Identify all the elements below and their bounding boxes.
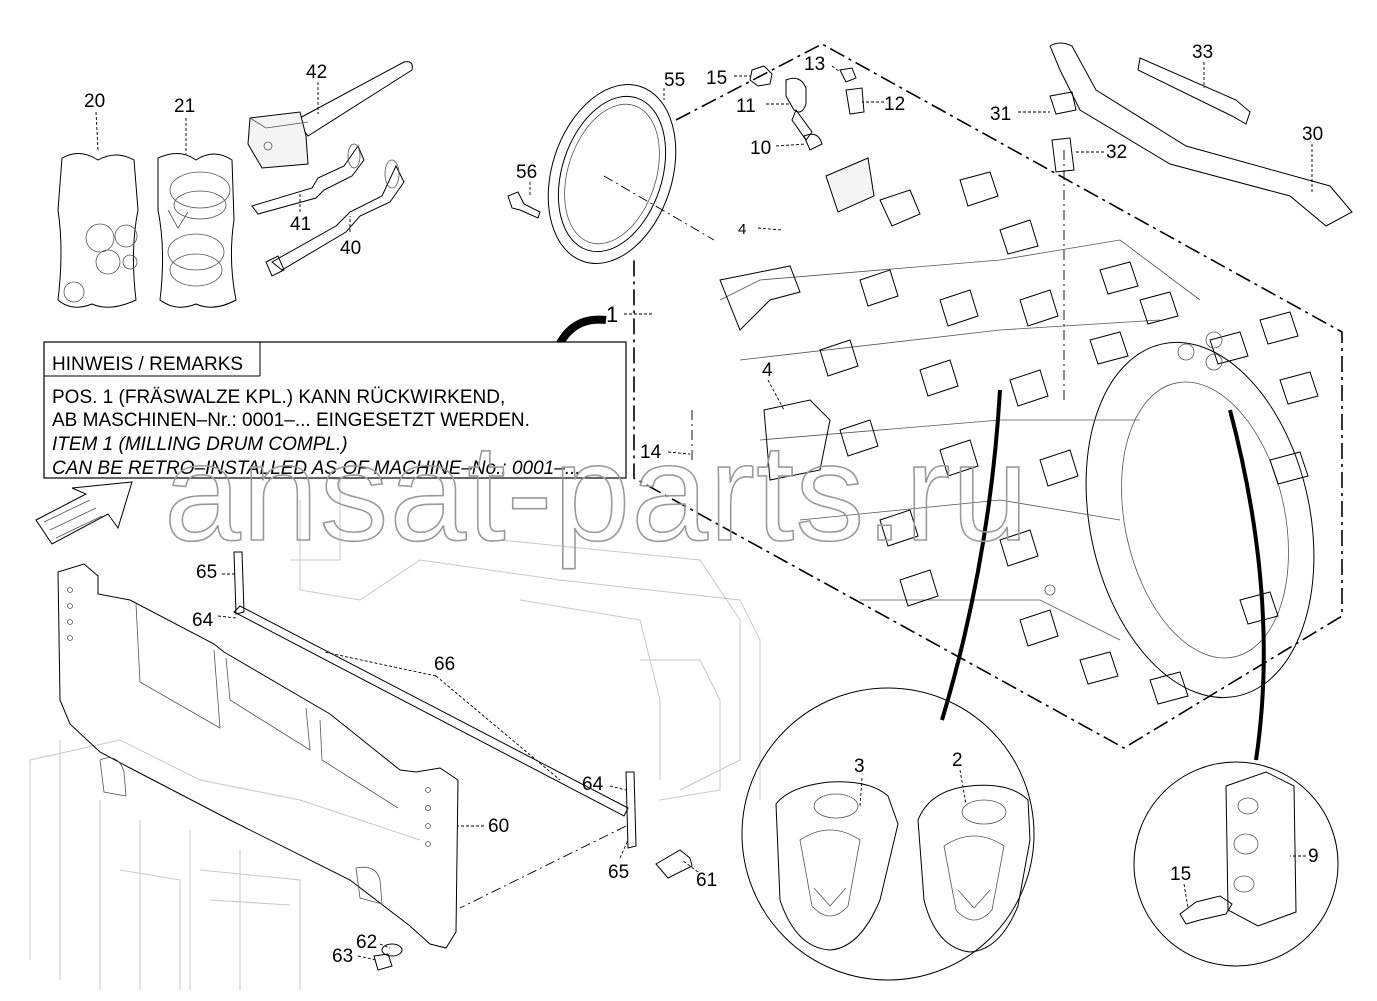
callout-64-bottom: 64	[582, 774, 604, 795]
callout-66: 66	[434, 654, 455, 675]
detail-circle-right	[1133, 761, 1339, 967]
remarks-en-line1: ITEM 1 (MILLING DRUM COMPL.)	[52, 434, 348, 455]
callout-63: 63	[332, 946, 353, 967]
callout-65-top: 65	[196, 562, 217, 583]
watermark: ansat-parts.ru	[164, 416, 1029, 570]
ring-55	[547, 84, 677, 264]
small-parts-top	[749, 65, 875, 213]
ring-axis	[603, 175, 715, 241]
callout-42: 42	[306, 62, 327, 83]
callout-labels: 20 21 42 41 40 55 56 15 11 13 12 10 33 3…	[84, 42, 1323, 967]
remarks-de-line1: POS. 1 (FRÄSWALZE KPL.) KANN RÜCKWIRKEND…	[52, 387, 505, 408]
screw-61	[655, 849, 693, 879]
callout-30: 30	[1302, 124, 1323, 145]
callout-33: 33	[1192, 42, 1213, 63]
detail-pointer-right	[1228, 409, 1266, 761]
callout-41: 41	[290, 214, 311, 235]
milling-drum	[719, 171, 1319, 705]
callout-20: 20	[84, 91, 105, 112]
detail-pointer-left	[940, 389, 1002, 721]
callout-13: 13	[804, 54, 825, 75]
callout-60: 60	[488, 816, 509, 837]
callout-3: 3	[854, 756, 865, 777]
screw-56	[507, 191, 541, 219]
callout-4-mid: 4	[762, 360, 773, 381]
plate-60	[57, 563, 459, 949]
callout-62: 62	[356, 932, 377, 953]
tool-41	[251, 143, 365, 215]
callout-2: 2	[952, 750, 963, 771]
remarks-header: HINWEIS / REMARKS	[52, 354, 243, 375]
callout-12: 12	[884, 94, 905, 115]
detail-circle-left	[741, 687, 1035, 981]
remarks-de-line2: AB MASCHINEN–Nr.: 0001–... EINGESETZT WE…	[52, 410, 530, 431]
callout-10: 10	[750, 138, 771, 159]
remarks-box: HINWEIS / REMARKS POS. 1 (FRÄSWALZE KPL.…	[43, 341, 627, 479]
callout-21: 21	[174, 96, 195, 117]
callout-4-top: 4	[738, 221, 746, 238]
callout-40: 40	[340, 238, 361, 259]
direction-arrow-hatch	[43, 499, 103, 539]
tool-33-31-32-30	[1049, 42, 1353, 227]
direction-arrow-icon	[35, 481, 133, 545]
tool-bag-21	[157, 153, 237, 308]
callout-15-detail: 15	[1170, 864, 1191, 885]
callout-9: 9	[1308, 846, 1319, 867]
nut-62-63	[373, 943, 403, 971]
callout-65-bottom: 65	[608, 862, 629, 883]
strip-axis	[459, 825, 627, 909]
callout-56: 56	[516, 162, 537, 183]
strip-66	[233, 551, 637, 849]
callout-1: 1	[606, 302, 618, 327]
callout-55: 55	[664, 70, 685, 91]
callout-11: 11	[736, 96, 756, 117]
callout-15-top: 15	[706, 68, 727, 89]
leader-lines	[95, 62, 1313, 961]
tool-40	[265, 159, 405, 277]
tool-bag-20	[57, 153, 139, 308]
drum-assembly-outline	[633, 43, 1343, 749]
callout-64-top: 64	[192, 610, 214, 631]
callout-61: 61	[696, 870, 717, 891]
callout-31: 31	[990, 104, 1011, 125]
callout-32: 32	[1106, 142, 1127, 163]
remarks-en-line2: CAN BE RETRO–INSTALLED AS OF MACHINE–No.…	[52, 458, 581, 479]
callout-14: 14	[640, 442, 662, 463]
hammer-42	[247, 61, 413, 169]
